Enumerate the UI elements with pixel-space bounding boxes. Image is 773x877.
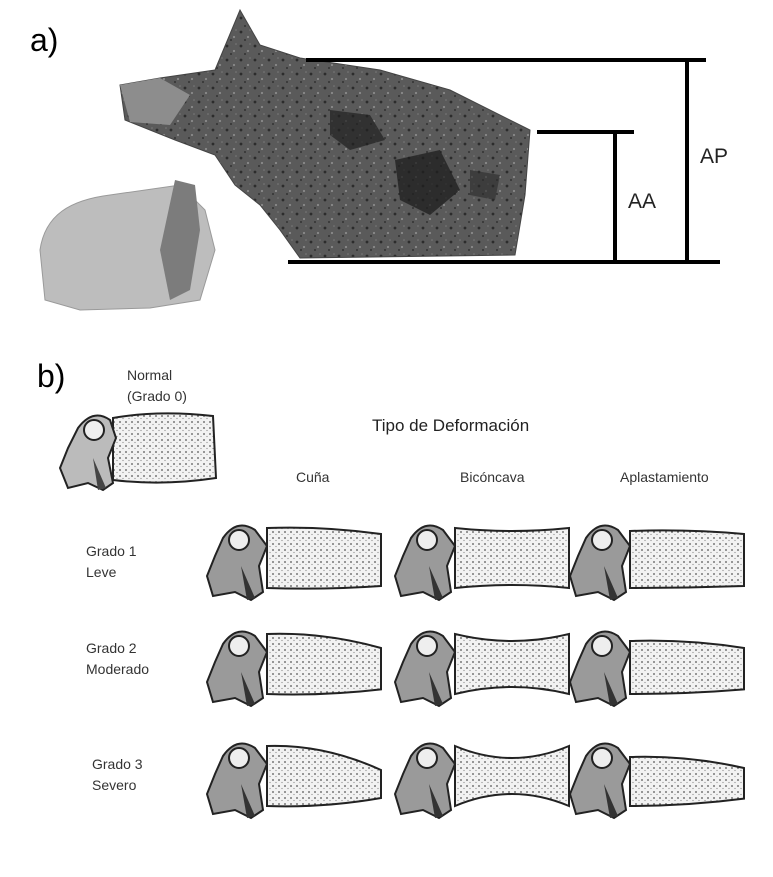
row-label-grado-1-line1: Grado 1 — [86, 541, 137, 562]
vertebra-aplastamiento-grado-3 — [570, 744, 744, 819]
row-label-grado-2-line2: Moderado — [86, 659, 149, 680]
vertebra-biconcava-grado-2 — [395, 632, 569, 707]
vertebra-photo — [40, 10, 530, 310]
row-label-grado-3: Grado 3 Severo — [92, 754, 143, 796]
row-label-grado-3-line1: Grado 3 — [92, 754, 143, 775]
vertebra-biconcava-grado-1 — [395, 526, 569, 601]
vertebra-aplastamiento-grado-1 — [570, 526, 744, 601]
row-label-grado-1: Grado 1 Leve — [86, 541, 137, 583]
aa-label: AA — [628, 190, 656, 214]
vertebra-normal — [60, 413, 216, 490]
panel-b-label: b) — [37, 358, 65, 395]
normal-label-line1: Normal — [127, 365, 187, 386]
normal-label-line2: (Grado 0) — [127, 386, 187, 407]
ap-label: AP — [700, 145, 728, 169]
row-label-grado-3-line2: Severo — [92, 775, 143, 796]
row-label-grado-1-line2: Leve — [86, 562, 137, 583]
normal-label: Normal (Grado 0) — [127, 365, 187, 407]
row-label-grado-2: Grado 2 Moderado — [86, 638, 149, 680]
deformation-type-title: Tipo de Deformación — [372, 416, 529, 436]
row-label-grado-2-line1: Grado 2 — [86, 638, 149, 659]
vertebra-cuna-grado-2 — [207, 632, 381, 707]
vertebra-cuna-grado-3 — [207, 744, 381, 819]
column-header-aplastamiento: Aplastamiento — [620, 467, 709, 488]
vertebra-biconcava-grado-3 — [395, 744, 569, 819]
vertebra-aplastamiento-grado-2 — [570, 632, 744, 707]
vertebra-cuna-grado-1 — [207, 526, 381, 601]
column-header-cuna: Cuña — [296, 467, 329, 488]
column-header-biconcava: Bicóncava — [460, 467, 525, 488]
